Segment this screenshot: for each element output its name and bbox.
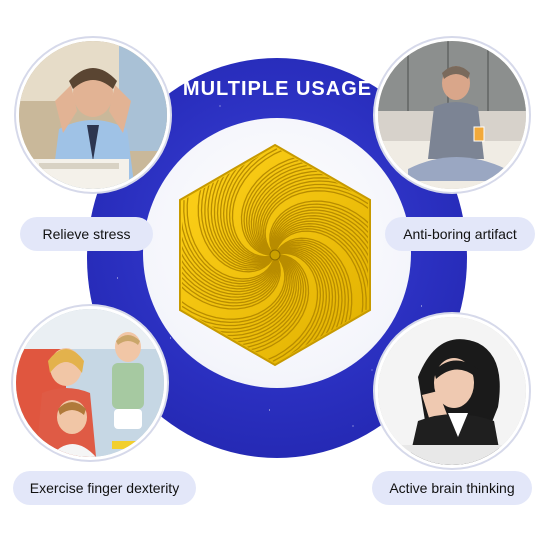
- spiral-groove: [231, 148, 286, 258]
- spiral-groove: [228, 148, 278, 259]
- spiral-groove: [255, 173, 350, 254]
- spiral-groove: [182, 228, 277, 293]
- spiral-groove: [261, 183, 365, 252]
- spiral-groove: [279, 248, 330, 360]
- usage-label-relieve-stress: Relieve stress: [20, 217, 153, 251]
- spiral-groove: [248, 163, 331, 255]
- spiral-groove: [240, 254, 310, 356]
- spiral-groove: [273, 215, 368, 274]
- spiral-groove: [243, 156, 318, 256]
- spiral-groove: [278, 244, 340, 353]
- spiral-groove: [279, 250, 328, 361]
- spiral-hexagon-product: [160, 140, 390, 370]
- spiral-groove: [269, 200, 368, 251]
- spiral-groove: [182, 259, 280, 307]
- spiral-groove: [213, 154, 271, 264]
- spiral-groove: [220, 150, 271, 262]
- spiral-groove: [276, 230, 364, 317]
- spiral-groove: [216, 152, 271, 263]
- spiral-groove: [259, 180, 360, 253]
- spiral-groove: [222, 149, 271, 260]
- spiral-groove: [262, 186, 368, 252]
- spiral-groove: [272, 251, 322, 362]
- spiral-groove: [279, 251, 324, 362]
- thoughtful-woman-photo: [375, 314, 529, 468]
- spiral-groove: [182, 213, 276, 287]
- spiral-groove: [277, 237, 353, 336]
- spiral-groove: [182, 243, 278, 298]
- spiral-groove: [182, 259, 281, 310]
- spiral-groove: [275, 228, 367, 311]
- usage-label-brain-thinking: Active brain thinking: [372, 471, 532, 505]
- spiral-groove: [206, 256, 297, 340]
- spiral-groove: [253, 170, 344, 254]
- spiral-groove: [182, 251, 278, 301]
- spiral-groove: [219, 255, 302, 347]
- spiral-groove: [183, 199, 275, 282]
- spiral-groove: [226, 148, 271, 259]
- spiral-groove: [275, 225, 368, 304]
- spiral-groove: [277, 239, 350, 341]
- spiral-groove: [271, 206, 368, 251]
- spiral-groove: [225, 255, 305, 350]
- spiral-groove: [257, 177, 355, 253]
- spiral-groove: [279, 247, 334, 358]
- spiral-groove: [264, 190, 368, 252]
- spiral-groove: [270, 203, 368, 251]
- spiral-groove: [264, 252, 319, 362]
- stressed-man-at-desk-photo: [16, 38, 170, 192]
- spiral-groove: [182, 236, 277, 295]
- spiral-groove: [274, 220, 368, 289]
- spiral-groove: [182, 259, 279, 304]
- children-playing-photo: [13, 306, 167, 460]
- spiral-groove: [186, 193, 274, 280]
- title: MULTIPLE USAGE: [182, 78, 373, 100]
- spiral-groove: [272, 209, 368, 259]
- spiral-groove: [272, 212, 368, 267]
- usage-label-finger-dexterity: Exercise finger dexterity: [13, 471, 196, 505]
- spiral-groove: [240, 154, 310, 256]
- usage-label-anti-boring: Anti-boring artifact: [385, 217, 535, 251]
- spiral-groove: [195, 257, 293, 333]
- spiral-groove: [278, 241, 346, 345]
- spiral-groove: [185, 258, 289, 327]
- spiral-groove: [182, 221, 276, 290]
- spiral-groove: [245, 160, 325, 255]
- spiral-groove: [204, 165, 272, 269]
- spiral-groove: [250, 167, 338, 254]
- spiral-groove: [278, 243, 343, 349]
- spiral-groove: [210, 157, 272, 266]
- spiral-groove: [200, 256, 295, 337]
- spiral-groove: [197, 174, 273, 273]
- spiral-groove: [279, 246, 337, 356]
- spiral-groove: [212, 256, 300, 343]
- hexagon-graphic: [179, 143, 371, 367]
- spiral-groove: [232, 254, 307, 354]
- spiral-groove: [273, 217, 368, 282]
- bored-man-sitting-on-bed-photo: [375, 38, 529, 192]
- spiral-groove: [182, 258, 286, 320]
- spiral-groove: [274, 223, 368, 297]
- spiral-groove: [182, 258, 288, 324]
- spiral-groove: [207, 161, 272, 267]
- spiral-groove: [190, 257, 291, 330]
- spiral-groove: [200, 169, 273, 271]
- spiral-groove: [182, 206, 275, 285]
